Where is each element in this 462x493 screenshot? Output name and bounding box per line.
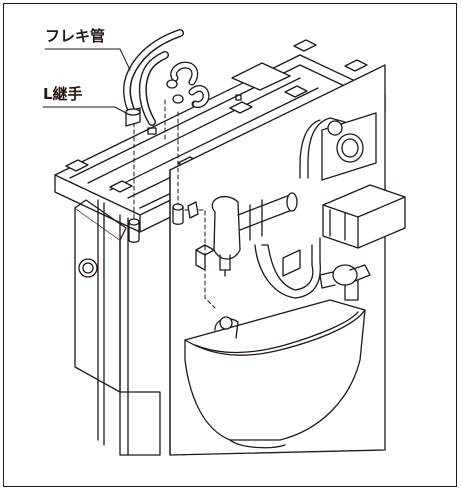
flexible-pipe-label: フレキ管	[45, 27, 106, 45]
flush-valve-plate	[299, 112, 377, 181]
l-joint	[125, 107, 141, 127]
supply-valve	[319, 264, 371, 301]
flush-tank	[74, 199, 161, 456]
wash-basin	[184, 299, 366, 449]
sensor-box	[322, 184, 406, 249]
pipe-stubs	[128, 201, 199, 243]
l-joint-label: L継手	[43, 85, 83, 103]
flexible-pipes	[122, 29, 210, 126]
tank-button	[78, 258, 98, 278]
callout-leaders	[42, 48, 131, 114]
spout	[237, 192, 321, 299]
